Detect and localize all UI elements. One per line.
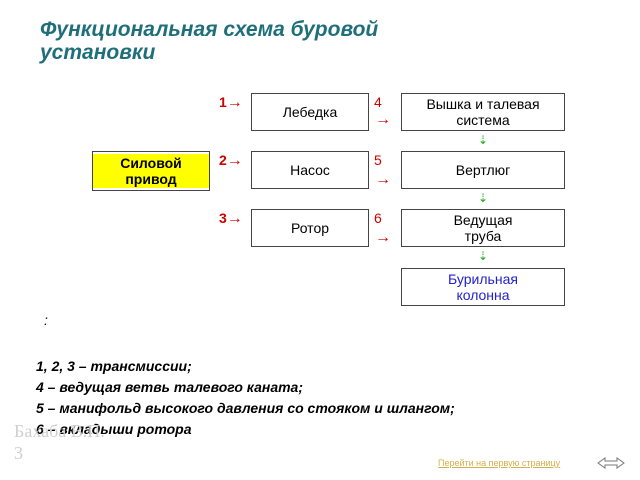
winch-box: Лебедка	[251, 93, 369, 131]
arrow-down-icon: ⇣	[478, 133, 489, 147]
swivel-label: Вертлюг	[455, 162, 511, 178]
legend-item: 1, 2, 3 – трансмиссии;	[36, 358, 192, 374]
number-3: 3	[219, 210, 227, 226]
author-number: 3	[14, 443, 23, 463]
legend-item: 6 – вкладыши ротора	[36, 421, 192, 437]
pump-box: Насос	[251, 151, 369, 189]
arrow-right-icon: →	[226, 94, 243, 111]
page-title: Функциональная схема буровой установки	[40, 18, 379, 64]
winch-label: Лебедка	[282, 104, 338, 120]
derrick-label: Вышка и талевая система	[426, 96, 540, 128]
rotor-box: Ротор	[251, 209, 369, 247]
arrow-right-icon: →	[375, 229, 391, 246]
number-1: 1	[219, 94, 227, 110]
power-drive-box: Силовой привод	[92, 151, 210, 191]
pump-label: Насос	[290, 162, 330, 178]
number-2: 2	[219, 152, 227, 168]
number-4: 4	[374, 94, 382, 110]
drill-string-box: Бурильная колонна	[401, 268, 565, 306]
arrow-right-icon: →	[375, 171, 391, 188]
arrow-right-icon: →	[226, 210, 243, 227]
legend-colon: :	[44, 312, 48, 328]
legend-item: 5 – манифольд высокого давления со стояк…	[36, 400, 455, 416]
author-name: Бахаба В.П.	[14, 421, 105, 441]
arrow-down-icon: ⇣	[478, 191, 489, 205]
label-3: 3→	[219, 210, 243, 228]
legend: 1, 2, 3 – трансмиссии; 4 – ведущая ветвь…	[36, 356, 455, 440]
number-6: 6	[374, 210, 382, 226]
arrow-right-icon: →	[375, 111, 391, 128]
derrick-box: Вышка и талевая система	[401, 93, 565, 131]
legend-item: 4 – ведущая ветвь талевого каната;	[36, 379, 303, 395]
author-watermark: Бахаба В.П. 3	[14, 420, 105, 464]
drill-string-label: Бурильная колонна	[448, 271, 518, 303]
arrow-right-icon: →	[226, 152, 243, 169]
label-1: 1→	[219, 94, 243, 112]
power-drive-label: Силовой привод	[93, 154, 209, 188]
first-page-link[interactable]: Перейти на первую страницу	[438, 458, 561, 468]
number-5: 5	[374, 152, 382, 168]
back-forward-arrow-icon[interactable]	[596, 456, 626, 470]
swivel-box: Вертлюг	[401, 151, 565, 189]
kelly-label: Ведущая труба	[453, 212, 513, 244]
arrow-down-icon: ⇣	[478, 249, 489, 263]
kelly-box: Ведущая труба	[401, 209, 565, 247]
label-2: 2→	[219, 152, 243, 170]
rotor-label: Ротор	[290, 220, 330, 236]
